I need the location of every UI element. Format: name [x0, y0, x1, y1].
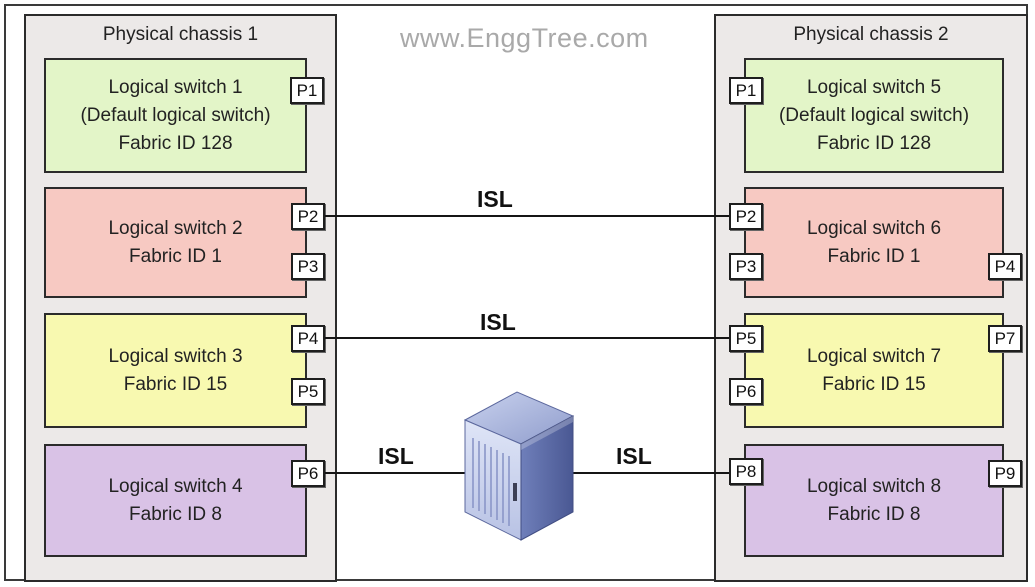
switch-8-fabric: Fabric ID 8	[827, 503, 921, 525]
chassis-1-port-p4: P4	[291, 325, 325, 352]
chassis-2-port-p7: P7	[988, 325, 1022, 352]
isl-link-p2-p2	[325, 215, 729, 217]
chassis-2-port-p5: P5	[729, 325, 763, 352]
chassis-1-port-p1: P1	[290, 77, 324, 104]
switch-1-note: (Default logical switch)	[80, 104, 271, 126]
chassis-2-port-p1: P1	[729, 77, 763, 104]
isl-link-switch-p8	[570, 472, 729, 474]
isl-link-p4-p5	[325, 337, 729, 339]
chassis-2-title: Physical chassis 2	[793, 24, 949, 45]
switch-7-name: Logical switch 7	[806, 345, 942, 367]
chassis-2-port-p8: P8	[729, 458, 763, 485]
chassis-2-port-p6: P6	[729, 378, 763, 405]
logical-switch-8: Logical switch 8 Fabric ID 8	[744, 444, 1004, 557]
switch-6-fabric: Fabric ID 1	[827, 245, 921, 267]
chassis-1-port-p2: P2	[291, 203, 325, 230]
logical-switch-6: Logical switch 6 Fabric ID 1	[744, 187, 1004, 298]
chassis-2-port-p3: P3	[729, 253, 763, 280]
switch-2-name: Logical switch 2	[108, 217, 243, 239]
chassis-1-port-p5: P5	[291, 378, 325, 405]
logical-switch-2: Logical switch 2 Fabric ID 1	[44, 187, 307, 298]
watermark: www.EnggTree.com	[400, 23, 649, 53]
switch-4-name: Logical switch 4	[108, 475, 243, 497]
switch-4-fabric: Fabric ID 8	[129, 503, 222, 525]
chassis-2-port-p9: P9	[988, 460, 1022, 487]
isl-link-p6-switch	[325, 472, 467, 474]
logical-switch-5: Logical switch 5 (Default logical switch…	[744, 58, 1004, 173]
switch-5-name: Logical switch 5	[806, 76, 942, 98]
switch-5-fabric: Fabric ID 128	[816, 132, 932, 154]
isl-label-4: ISL	[616, 443, 652, 469]
logical-switch-1: Logical switch 1 (Default logical switch…	[44, 58, 307, 173]
chassis-2-port-p4: P4	[988, 253, 1022, 280]
switch-8-name: Logical switch 8	[806, 475, 942, 497]
chassis-2-port-p2: P2	[729, 203, 763, 230]
isl-label-2: ISL	[480, 309, 516, 335]
switch-5-note: (Default logical switch)	[778, 104, 970, 126]
fibre-channel-switch-icon	[455, 388, 579, 553]
switch-6-name: Logical switch 6	[806, 217, 942, 239]
chassis-1-port-p3: P3	[291, 253, 325, 280]
chassis-1-title: Physical chassis 1	[102, 24, 259, 45]
chassis-1-port-p6: P6	[291, 460, 325, 487]
logical-switch-3: Logical switch 3 Fabric ID 15	[44, 313, 307, 428]
switch-1-name: Logical switch 1	[108, 76, 243, 98]
switch-7-fabric: Fabric ID 15	[822, 373, 926, 395]
logical-switch-4: Logical switch 4 Fabric ID 8	[44, 444, 307, 557]
switch-2-fabric: Fabric ID 1	[129, 245, 222, 267]
switch-3-name: Logical switch 3	[108, 345, 243, 367]
switch-3-fabric: Fabric ID 15	[123, 373, 228, 395]
switch-1-fabric: Fabric ID 128	[118, 132, 233, 154]
isl-label-3: ISL	[378, 443, 414, 469]
isl-label-1: ISL	[477, 186, 513, 212]
logical-switch-7: Logical switch 7 Fabric ID 15	[744, 313, 1004, 428]
